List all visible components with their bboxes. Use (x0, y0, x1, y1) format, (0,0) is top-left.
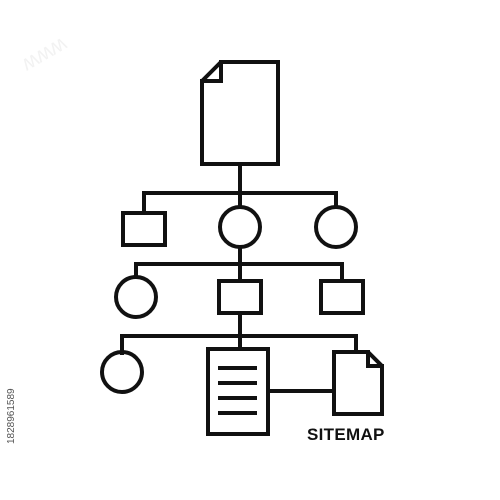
square-node-icon (319, 279, 365, 315)
circle-node-icon (314, 205, 358, 249)
circle-node-icon (114, 275, 158, 319)
root-document-icon (200, 60, 280, 166)
circle-node-icon (100, 350, 144, 394)
text-document-icon (206, 347, 270, 436)
circle-node-icon (218, 205, 262, 249)
document-icon (332, 350, 384, 416)
square-node-icon (217, 279, 263, 315)
sitemap-label: SITEMAP (307, 425, 385, 444)
stock-id-label: 1828961589 (6, 388, 17, 444)
square-node-icon (121, 211, 167, 247)
